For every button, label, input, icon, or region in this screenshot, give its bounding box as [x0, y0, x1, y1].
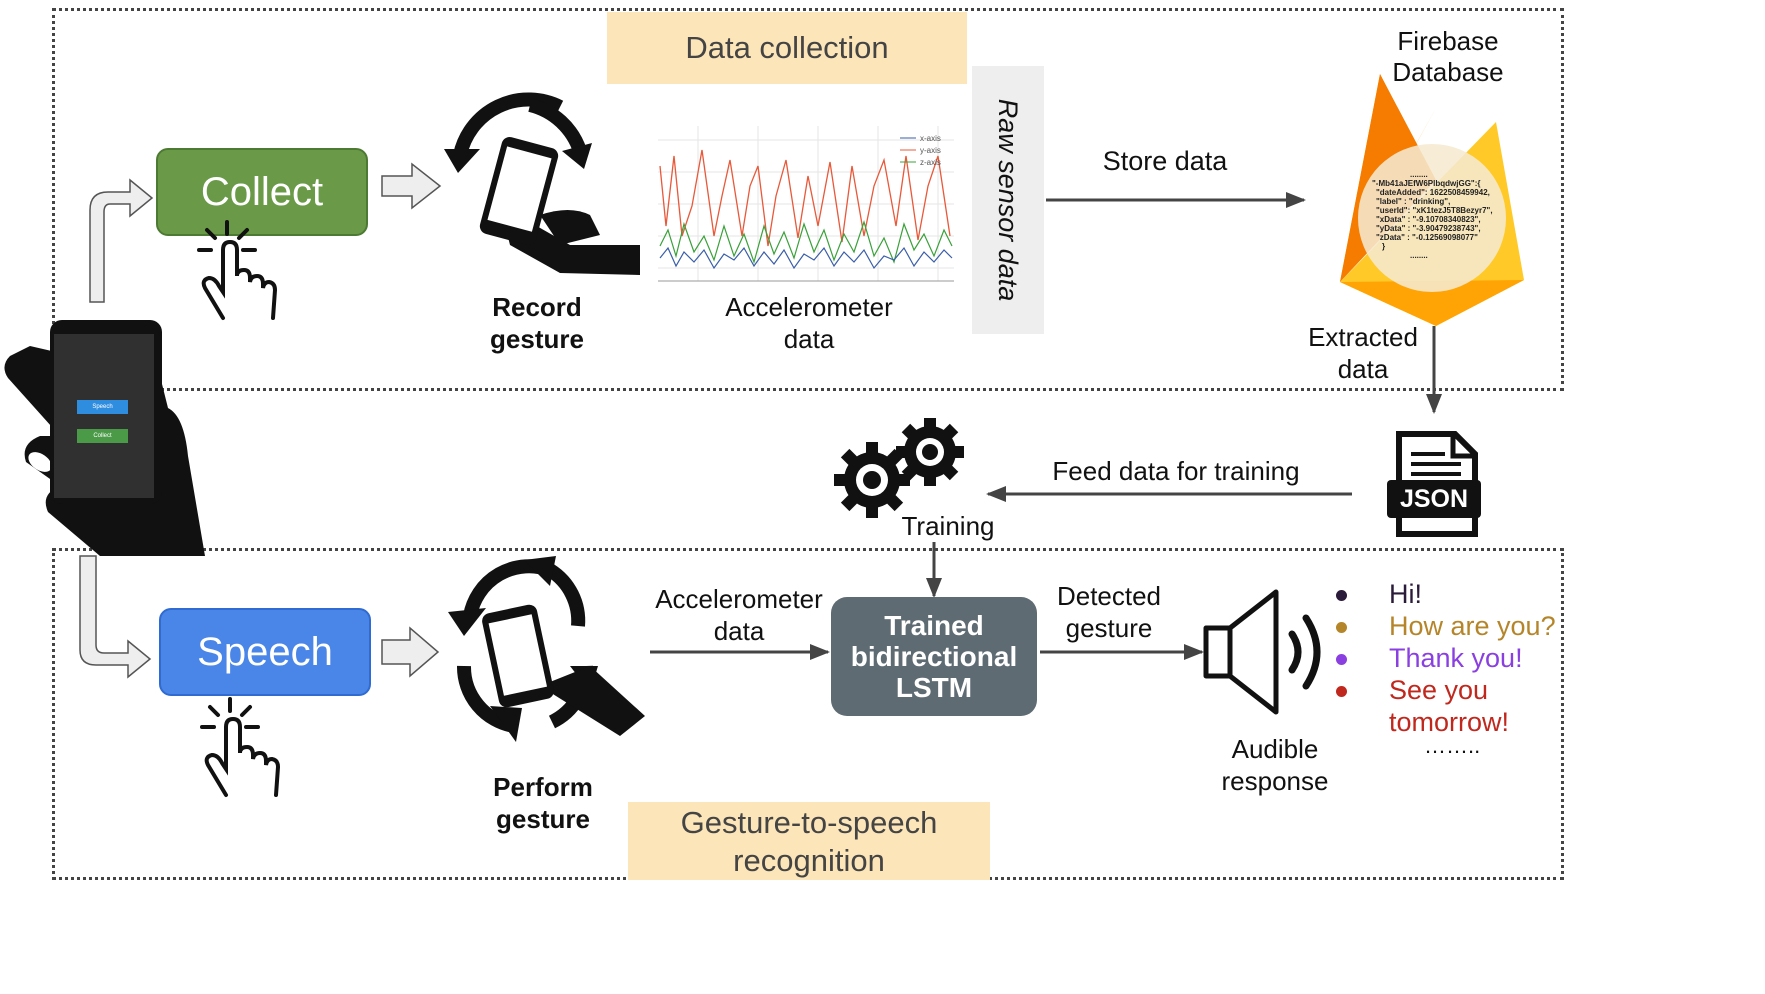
record-line-1: "-Mb41aJEfW6PlbqdwjGG":{ [1372, 179, 1481, 188]
speaker-icon [1203, 589, 1321, 715]
audible-response-label: Audible response [1210, 733, 1340, 797]
z-axis-series [659, 149, 951, 247]
tap-hand-icon [200, 697, 281, 797]
response-hi: Hi! [1389, 579, 1422, 609]
gesture-to-speech-title: Gesture-to-speech recognition [628, 802, 990, 880]
firebase-record: ........ "-Mb41aJEfW6PlbqdwjGG":{ "dateA… [1372, 170, 1512, 260]
data-collection-section [52, 8, 1564, 391]
detected-line2: gesture [1065, 613, 1153, 643]
y-axis-series [659, 219, 953, 264]
accelerometer-input-label: Accelerometer data [636, 583, 842, 647]
record-gesture-label-line2: gesture [490, 324, 584, 354]
record-line-2: "dateAdded": 1622508459942, [1376, 188, 1490, 197]
record-dots-bottom: ........ [1410, 251, 1428, 260]
perform-gesture-label-line2: gesture [496, 804, 590, 834]
response-see-you: See you [1389, 675, 1489, 705]
training-label: Training [901, 511, 995, 541]
record-gesture-label-line1: Record [492, 292, 582, 322]
accel-input-line2: data [713, 616, 765, 646]
response-bullet [1336, 622, 1347, 633]
speech-button[interactable]: Speech [159, 608, 371, 696]
gears-icon [834, 418, 964, 518]
response-thank-you: Thank you! [1389, 643, 1523, 673]
accelerometer-data-label-line1: Accelerometer [725, 292, 893, 322]
lstm-line2: bidirectional [850, 641, 1018, 672]
accelerometer-data-label-line2: data [783, 324, 835, 354]
phone-collect-button[interactable]: Collect [77, 429, 128, 443]
gesture-to-speech-title-line2: recognition [733, 843, 885, 878]
json-file-icon [1387, 431, 1481, 537]
response-how-are-you: How are you? [1389, 611, 1556, 641]
feed-data-label: Feed data for training [1052, 456, 1300, 486]
record-line-8: } [1382, 242, 1386, 251]
record-dots-top: ........ [1410, 170, 1428, 179]
detected-line1: Detected [1056, 581, 1162, 611]
perform-gesture-icon [448, 556, 645, 742]
raw-sensor-data-box [972, 66, 1044, 334]
store-data-label: Store data [1102, 146, 1228, 176]
json-label: JSON [1399, 485, 1469, 513]
record-line-6: "yData" : "-3.90479238743", [1376, 224, 1481, 233]
record-line-4: "userId": "xK1tezJ5T8Bezyr7", [1376, 206, 1493, 215]
lstm-line1: Trained [884, 610, 984, 641]
legend-z-axis: z-axis [920, 158, 941, 167]
firebase-icon [1340, 74, 1524, 326]
perform-gesture-label-line1: Perform [493, 772, 593, 802]
hand-holding-phone-icon [4, 320, 206, 556]
perform-gesture-label: Perform gesture [476, 771, 610, 835]
extracted-label-line1: Extracted [1308, 322, 1418, 352]
phone-speech-button[interactable]: Speech [77, 400, 128, 414]
legend-x-axis: x-axis [920, 134, 941, 143]
detected-gesture-label: Detected gesture [1042, 580, 1176, 644]
response-more: …….. [1424, 733, 1481, 758]
data-collection-title: Data collection [607, 12, 967, 84]
response-bullet [1336, 590, 1347, 601]
firebase-label-line1: Firebase [1397, 26, 1499, 56]
extracted-data-label: Extracted data [1298, 321, 1428, 385]
record-gesture-icon [444, 92, 640, 275]
response-bullet [1336, 686, 1347, 697]
record-line-5: "xData" : "-9.10708340823", [1376, 215, 1481, 224]
trained-lstm-box: Trained bidirectional LSTM [831, 597, 1037, 716]
record-line-7: "zData" : "-0.12569098077" [1376, 233, 1478, 242]
collect-button[interactable]: Collect [156, 148, 368, 236]
tap-hand-icon [197, 220, 278, 320]
legend-y-axis: y-axis [920, 146, 941, 155]
record-line-3: "label" : "drinking", [1376, 197, 1451, 206]
accelerometer-chart: x-axis y-axis z-axis [658, 126, 954, 282]
extracted-label-line2: data [1337, 354, 1389, 384]
lstm-line3: LSTM [895, 672, 973, 703]
response-tomorrow: tomorrow! [1389, 707, 1510, 737]
accel-input-line1: Accelerometer [655, 584, 823, 614]
audible-line1: Audible [1231, 734, 1319, 764]
x-axis-series [659, 246, 953, 270]
accelerometer-data-label: Accelerometer data [704, 291, 914, 355]
record-gesture-label: Record gesture [470, 291, 604, 355]
audible-line2: response [1221, 766, 1329, 796]
firebase-database-label: Firebase Database [1378, 26, 1518, 88]
firebase-label-line2: Database [1392, 57, 1504, 87]
response-bullet [1336, 654, 1347, 665]
gesture-to-speech-title-line1: Gesture-to-speech [680, 805, 938, 840]
